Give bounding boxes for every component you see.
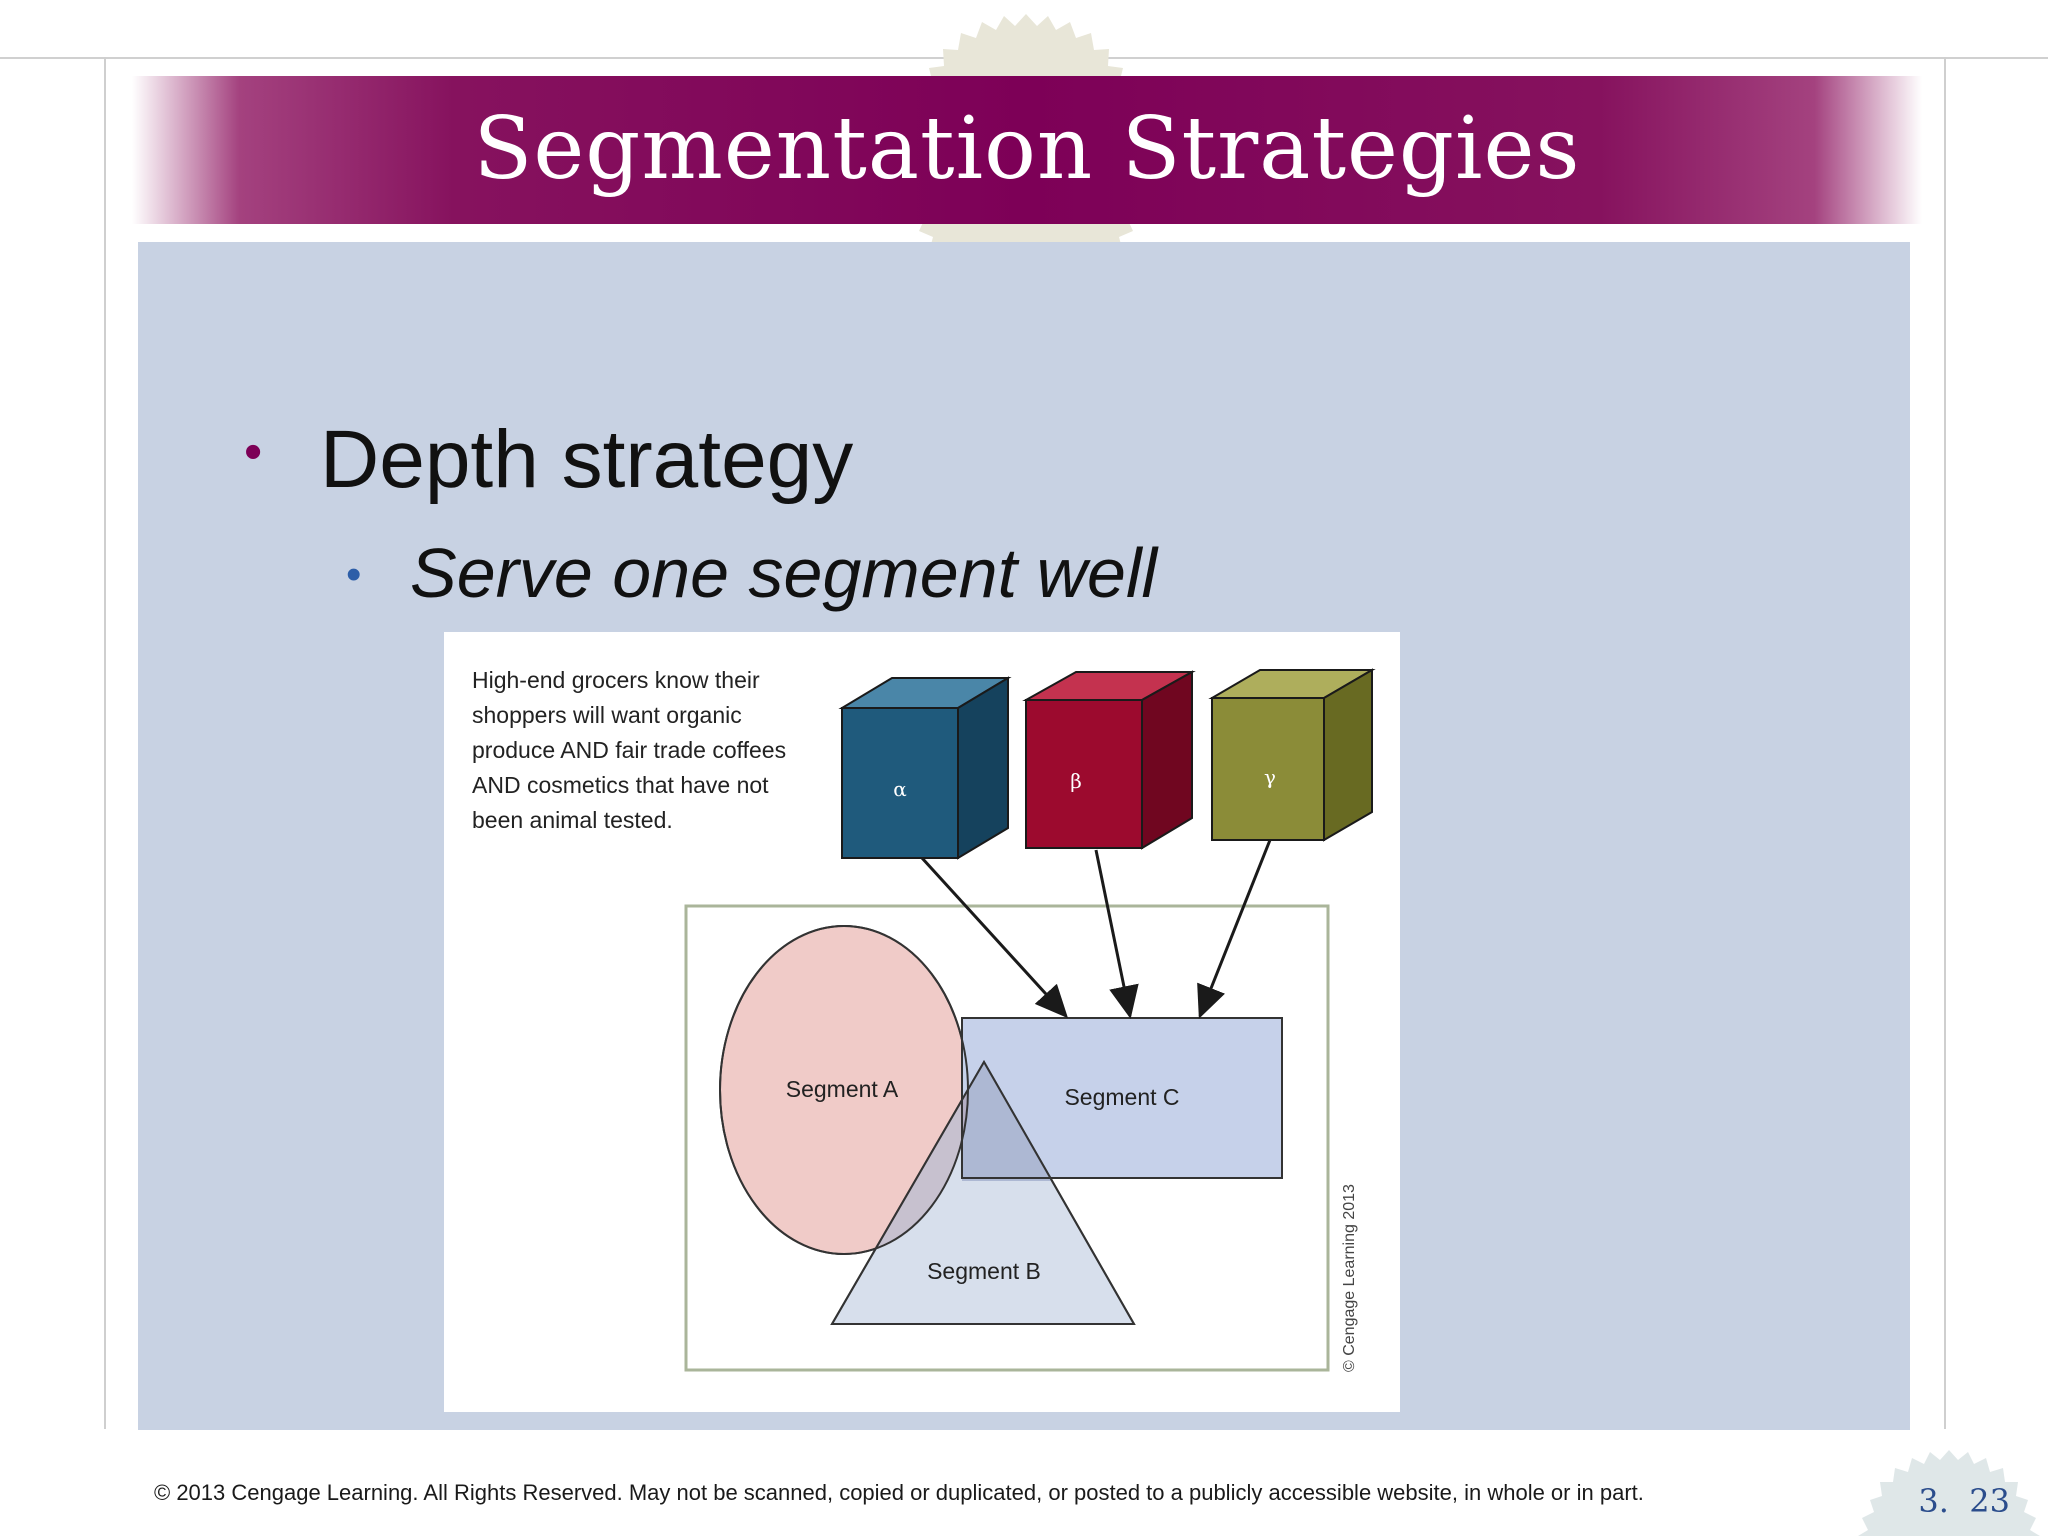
bullet-depth-strategy: Depth strategy (320, 414, 854, 505)
svg-text:γ: γ (1264, 765, 1276, 789)
svg-text:β: β (1070, 769, 1082, 793)
seal-decoration-bottom-icon (1858, 1450, 2040, 1536)
cube-beta-icon: β (1022, 670, 1196, 850)
frame-line-right (1944, 57, 1946, 1429)
figure-copyright: © Cengage Learning 2013 (1341, 1184, 1358, 1372)
sub-bullet-serve-one-segment: Serve one segment well (410, 534, 1158, 612)
depth-strategy-figure: High-end grocers know their shoppers wil… (444, 632, 1400, 1412)
sub-bullet-marker: • (346, 550, 362, 599)
overlap-b-c (962, 1062, 1052, 1181)
footer-copyright: © 2013 Cengage Learning. All Rights Rese… (154, 1480, 1644, 1505)
figure-caption: High-end grocers know their shoppers wil… (472, 667, 792, 833)
segment-b-label: Segment B (927, 1258, 1041, 1284)
arrow-gamma (1197, 839, 1272, 1019)
segment-c-label: Segment C (1064, 1084, 1179, 1110)
slide-number: 3. 23 (1918, 1482, 2010, 1520)
bullet-marker: • (244, 423, 263, 481)
frame-line-left (104, 57, 106, 1429)
arrow-alpha (920, 856, 1069, 1019)
segment-a-label: Segment A (786, 1076, 899, 1102)
figure-diagram: High-end grocers know their shoppers wil… (472, 667, 1376, 1372)
page-title: Segmentation Strategies (473, 99, 1581, 199)
cube-alpha-icon: α (838, 676, 1012, 860)
arrow-beta (1094, 849, 1139, 1019)
cube-gamma-icon: γ (1208, 668, 1376, 842)
svg-text:α: α (893, 777, 907, 801)
title-band (132, 76, 1922, 224)
